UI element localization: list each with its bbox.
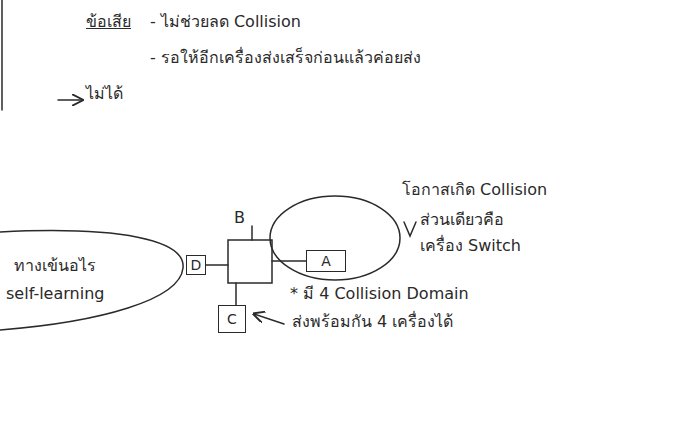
note-text: ส่วนเดียวคือ bbox=[420, 210, 504, 230]
note-text: ทางเข้นอไร bbox=[14, 256, 96, 276]
host-box: D bbox=[186, 255, 206, 275]
note-text: ข้อเสีย bbox=[86, 12, 131, 32]
wire bbox=[206, 264, 228, 266]
switch-symbol bbox=[228, 240, 272, 283]
host-box: C bbox=[218, 305, 246, 333]
note-text: - รอให้อีกเครื่องส่งเสร็จก่อนแล้วค่อยส่ง bbox=[150, 48, 421, 68]
note-text: - ไม่ช่วยลด Collision bbox=[150, 12, 301, 32]
host-letter: A bbox=[321, 254, 331, 268]
note-arrow bbox=[58, 99, 82, 101]
note-bubble bbox=[0, 231, 183, 330]
pointer-arrow bbox=[254, 314, 284, 324]
note-text: ส่งพร้อมกัน 4 เครื่องได้ bbox=[292, 312, 453, 332]
note-text: self-learning bbox=[6, 284, 104, 304]
host-letter: C bbox=[227, 312, 237, 326]
host-letter: D bbox=[191, 258, 202, 272]
tick-mark bbox=[404, 222, 416, 236]
host-box: A bbox=[306, 250, 346, 272]
wire bbox=[251, 226, 253, 240]
wire bbox=[272, 260, 306, 262]
note-text: B bbox=[234, 208, 245, 228]
note-text: ไม่ได้ bbox=[86, 84, 123, 104]
note-text: โอกาสเกิด Collision bbox=[402, 180, 547, 200]
margin-line bbox=[1, 0, 3, 110]
wire bbox=[235, 283, 237, 305]
collision-domain-ring bbox=[270, 196, 400, 280]
note-text: * มี 4 Collision Domain bbox=[290, 284, 469, 304]
note-text: เครื่อง Switch bbox=[420, 236, 521, 256]
